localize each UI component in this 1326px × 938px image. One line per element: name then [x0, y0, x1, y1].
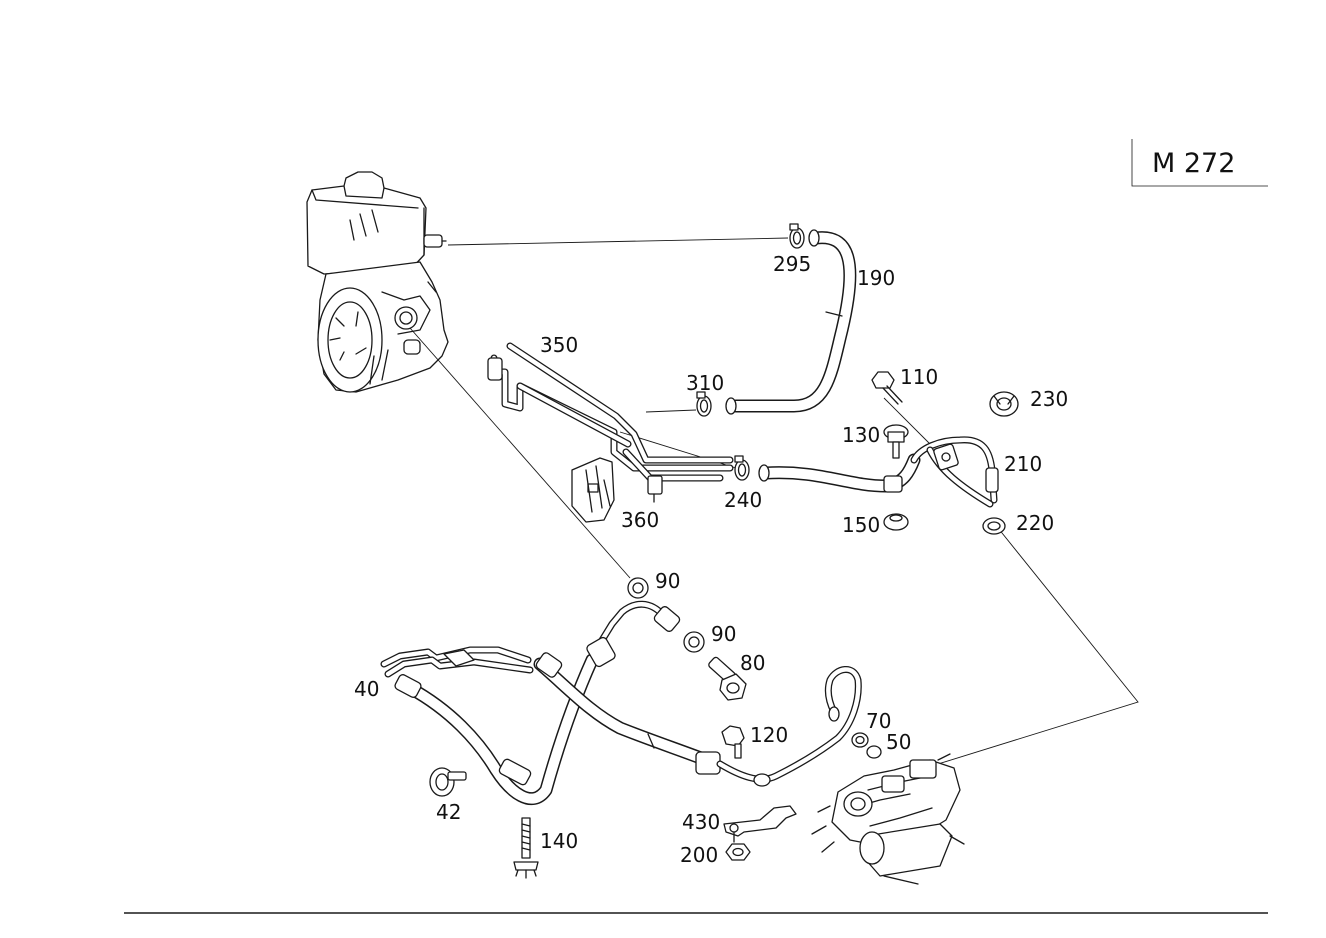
clamp-295 — [789, 223, 805, 249]
bolt-120 — [721, 725, 745, 759]
hose-190 — [725, 229, 857, 415]
bolt-110 — [871, 371, 903, 405]
label-240: 240 — [724, 488, 762, 512]
steering-gear — [811, 753, 965, 885]
o-ring-70 — [851, 732, 869, 748]
label-220: 220 — [1016, 511, 1054, 535]
pressure-line-40 — [380, 600, 862, 806]
label-110: 110 — [900, 365, 938, 389]
part-labels: 295 190 350 310 110 230 130 210 240 360 … — [354, 252, 1068, 867]
label-42: 42 — [436, 800, 461, 824]
banjo-bolt-80 — [708, 656, 747, 701]
bolt-140 — [513, 817, 539, 879]
bracket-430 — [723, 805, 797, 843]
return-line-210 — [758, 436, 999, 508]
washer-150 — [883, 513, 909, 531]
label-310: 310 — [686, 371, 724, 395]
label-190: 190 — [857, 266, 895, 290]
label-90-lower: 90 — [711, 622, 736, 646]
label-90-upper: 90 — [655, 569, 680, 593]
oil-cooler-350 — [487, 342, 734, 503]
label-230: 230 — [1030, 387, 1068, 411]
bolt-130 — [883, 424, 909, 459]
leader-lines — [409, 237, 1139, 783]
clamp-42 — [429, 767, 467, 797]
clamp-310 — [696, 391, 712, 417]
label-40: 40 — [354, 677, 379, 701]
label-140: 140 — [540, 829, 578, 853]
label-200: 200 — [680, 843, 718, 867]
label-80: 80 — [740, 651, 765, 675]
engine-code-box: M 272 — [1131, 139, 1268, 187]
label-430: 430 — [682, 810, 720, 834]
seal-ring-90-lower — [683, 631, 705, 653]
clamp-240 — [734, 455, 750, 481]
label-150: 150 — [842, 513, 880, 537]
o-ring-220 — [982, 517, 1006, 535]
o-ring-50 — [866, 745, 882, 759]
label-70: 70 — [866, 709, 891, 733]
nut-200 — [725, 843, 751, 861]
label-120: 120 — [750, 723, 788, 747]
cap-230 — [989, 391, 1019, 417]
label-210: 210 — [1004, 452, 1042, 476]
label-295: 295 — [773, 252, 811, 276]
power-steering-pump — [306, 171, 449, 393]
label-350: 350 — [540, 333, 578, 357]
label-50: 50 — [886, 730, 911, 754]
label-130: 130 — [842, 423, 880, 447]
seal-ring-90-upper — [627, 577, 649, 599]
label-360: 360 — [621, 508, 659, 532]
bracket-360 — [571, 457, 615, 523]
engine-code-label: M 272 — [1152, 148, 1235, 179]
